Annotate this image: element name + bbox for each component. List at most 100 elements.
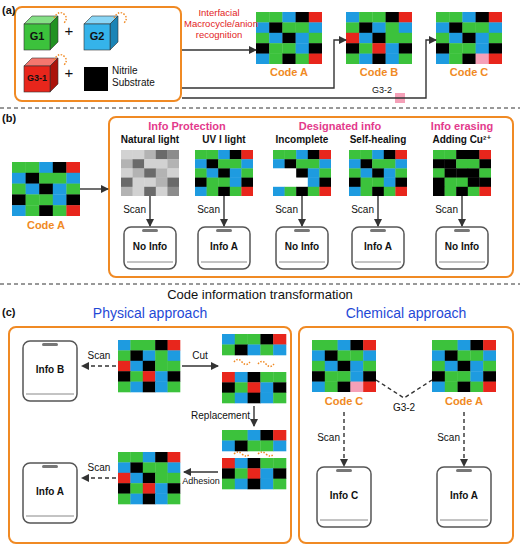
code-cell [350, 382, 363, 392]
code-cell [483, 350, 496, 361]
code-cell [468, 187, 480, 196]
phone-speaker [142, 229, 158, 232]
code-pieces [118, 334, 286, 504]
code-cell [346, 22, 360, 33]
code-cell [483, 371, 496, 382]
code-cell [155, 350, 168, 361]
node-text: Natural light [108, 134, 192, 146]
phone-body [198, 227, 250, 269]
code-cell [66, 205, 80, 216]
code-cell [155, 382, 168, 393]
code-cell [155, 452, 168, 463]
code-cell [349, 178, 361, 188]
code-cell [143, 473, 156, 484]
connector-arrow [463, 412, 464, 466]
code-cell [479, 168, 491, 178]
code-cell [319, 150, 331, 160]
code-cell [241, 178, 253, 188]
edge-label: Interfacial Macrocycle/anion recognition [184, 8, 254, 41]
host-guest-linker [114, 13, 126, 23]
code-cell [230, 168, 242, 178]
edge-label: Scan [266, 204, 298, 216]
code-cell [449, 22, 463, 33]
g3-2-square [395, 93, 405, 103]
code-cell [118, 473, 131, 484]
code-cell [395, 168, 407, 178]
code-cell [432, 350, 445, 361]
code-cell [445, 187, 457, 196]
code-cell [53, 184, 67, 195]
code-cell [167, 178, 179, 188]
code-cell [470, 371, 483, 382]
code-cell [235, 479, 248, 490]
code-cell [168, 452, 181, 463]
code-cell [121, 178, 133, 188]
code-cell [53, 194, 67, 205]
guest-cube: G1 [24, 16, 58, 50]
phone-screen: No Info [435, 226, 489, 270]
cube-front [24, 66, 50, 92]
code-cell [230, 159, 242, 169]
code-cell [361, 168, 373, 178]
substrate-square: Nitrile Substrate [84, 64, 180, 94]
node-text: Code C [430, 66, 508, 79]
color-code: Code B [346, 12, 412, 82]
connector-arrow [223, 196, 224, 226]
node-text: Info B [22, 364, 78, 376]
code-cell [462, 12, 476, 23]
phone-speaker [42, 465, 58, 468]
phone-body [317, 467, 371, 527]
edge-label: G3-2 [386, 402, 422, 414]
code-cell [168, 494, 181, 505]
code-cell [476, 33, 490, 44]
code-cell [449, 43, 463, 54]
code-cell [143, 494, 156, 505]
phone-bezel [127, 262, 173, 263]
code-cell [350, 340, 363, 351]
edge-label: Scan [188, 204, 220, 216]
color-code: Incomplete [268, 134, 336, 196]
code-cell [273, 430, 286, 441]
code-cell [456, 150, 468, 160]
code-cell [296, 12, 310, 23]
code-cell [476, 43, 490, 54]
code-cell [282, 43, 296, 54]
node-text: (a) [2, 4, 24, 17]
phone-screen: Info A [351, 226, 405, 270]
code-cell [269, 22, 283, 33]
code-cell [130, 452, 143, 463]
code-cell [195, 159, 207, 169]
code-cell [395, 150, 407, 160]
code-cell [338, 382, 351, 392]
code-cell [361, 187, 373, 196]
code-cell [468, 168, 480, 178]
phone-bezel [201, 262, 247, 263]
code-cell [436, 12, 450, 23]
code-cell [319, 178, 331, 188]
phone-screen: Info A [436, 466, 492, 528]
code-cell [483, 382, 496, 392]
code-cell [235, 393, 248, 404]
code-cell [143, 452, 156, 463]
code-cell [361, 159, 373, 169]
phone-bezel [439, 262, 485, 263]
edge-label: Scan [428, 432, 460, 444]
code-cell [260, 479, 273, 490]
code-cell [349, 159, 361, 169]
code-cell [168, 361, 181, 372]
code-cell [361, 150, 373, 160]
code-cell [130, 371, 143, 382]
code-cell [222, 468, 235, 479]
adhesion-arrow [184, 471, 218, 472]
code-cell [26, 184, 40, 195]
code-cell [433, 168, 445, 178]
code-cell [432, 361, 445, 372]
code-cell [144, 178, 156, 188]
node-text: Incomplete [260, 134, 344, 146]
code-cell [296, 54, 310, 64]
phone-bezel [279, 262, 325, 263]
code-cell [399, 22, 412, 33]
code-cell [195, 178, 207, 188]
code-cell [395, 159, 407, 169]
code-cell [12, 194, 26, 205]
